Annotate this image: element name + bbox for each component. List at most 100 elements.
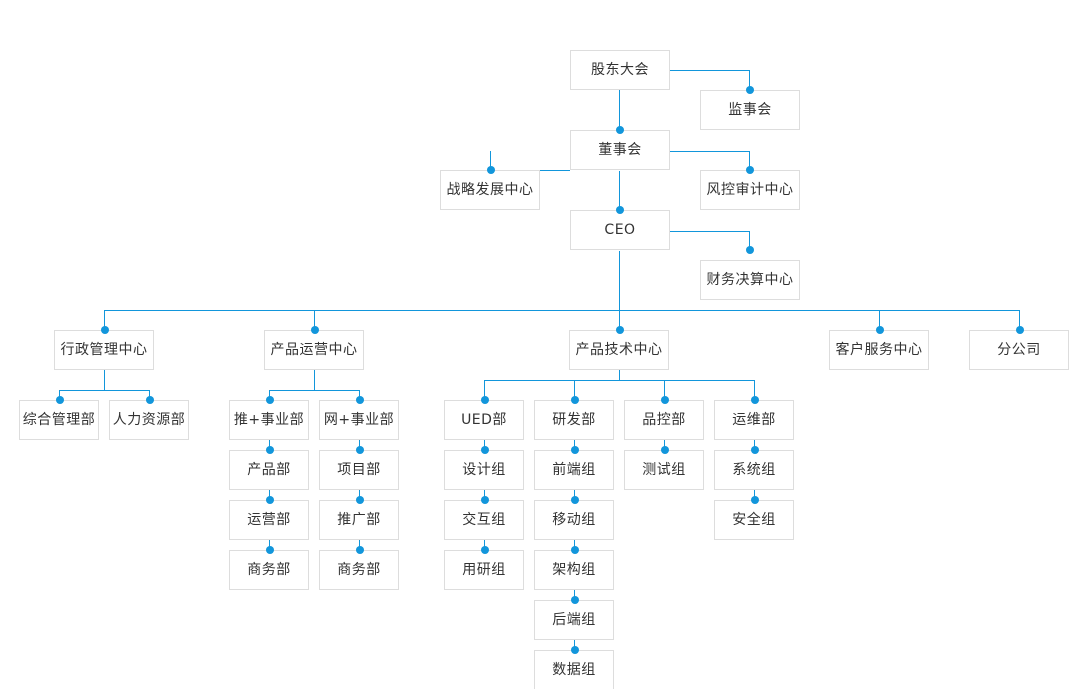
- connector-ops-to-tui: [269, 390, 270, 400]
- connector-dot-human-resources: [146, 396, 154, 404]
- connector-rd-to-frontend: [574, 440, 575, 450]
- connector-product-tech-down: [619, 370, 620, 380]
- connector-qc-to-test: [664, 440, 665, 450]
- node-mobile-group[interactable]: 移动组: [534, 500, 614, 540]
- node-system-group[interactable]: 系统组: [714, 450, 794, 490]
- connector-dot-business-dept-right: [356, 546, 364, 554]
- connector-ceo-to-finance-vertical: [749, 231, 750, 251]
- node-ceo[interactable]: CEO: [570, 210, 670, 250]
- node-test-group[interactable]: 测试组: [624, 450, 704, 490]
- connector-dot-test-group: [661, 446, 669, 454]
- node-shareholders-meeting[interactable]: 股东大会: [570, 50, 670, 90]
- node-branch-company[interactable]: 分公司: [969, 330, 1069, 370]
- connector-bus-to-admin: [104, 310, 105, 330]
- node-ops-maintenance-dept[interactable]: 运维部: [714, 400, 794, 440]
- connector-shareholders-to-supervisory-horizontal: [670, 70, 750, 71]
- connector-dot-qc: [661, 396, 669, 404]
- connector-dot-ued: [481, 396, 489, 404]
- node-interaction-group[interactable]: 交互组: [444, 500, 524, 540]
- connector-dot-rd: [571, 396, 579, 404]
- bus-product-tech: [484, 380, 755, 381]
- connector-dot-design-group: [481, 446, 489, 454]
- connector-tech-to-ops-maintenance: [754, 380, 755, 400]
- connector-board-to-risk-vertical: [749, 151, 750, 171]
- connector-admin-down: [104, 370, 105, 390]
- connector-dot-user-research-group: [481, 546, 489, 554]
- connector-dot-supervisory: [746, 86, 754, 94]
- node-human-resources-dept[interactable]: 人力资源部: [109, 400, 189, 440]
- bus-level4: [104, 310, 1020, 311]
- connector-dot-security-group: [751, 496, 759, 504]
- bus-product-ops: [269, 390, 359, 391]
- connector-shareholders-to-board: [619, 90, 620, 130]
- connector-interaction-to-user-research: [484, 540, 485, 550]
- connector-dot-project-dept: [356, 446, 364, 454]
- node-rd-dept[interactable]: 研发部: [534, 400, 614, 440]
- connector-dot-board: [616, 126, 624, 134]
- connector-dot-backend-group: [571, 596, 579, 604]
- connector-dot-branch: [1016, 326, 1024, 334]
- connector-dot-operations-dept: [266, 496, 274, 504]
- node-strategic-development-center[interactable]: 战略发展中心: [440, 170, 540, 210]
- connector-dot-frontend-group: [571, 446, 579, 454]
- node-promotion-dept[interactable]: 推广部: [319, 500, 399, 540]
- node-general-management-dept[interactable]: 综合管理部: [19, 400, 99, 440]
- bus-admin: [59, 390, 149, 391]
- connector-ops-to-wang: [359, 390, 360, 400]
- connector-wang-to-project: [359, 440, 360, 450]
- connector-promotion-to-business-right: [359, 540, 360, 550]
- connector-frontend-to-mobile: [574, 490, 575, 500]
- node-ued-dept[interactable]: UED部: [444, 400, 524, 440]
- connector-architecture-to-backend: [574, 590, 575, 600]
- node-security-group[interactable]: 安全组: [714, 500, 794, 540]
- node-backend-group[interactable]: 后端组: [534, 600, 614, 640]
- node-supervisory-board[interactable]: 监事会: [700, 90, 800, 130]
- connector-admin-to-general: [59, 390, 60, 400]
- connector-dot-business-dept-left: [266, 546, 274, 554]
- node-product-dept[interactable]: 产品部: [229, 450, 309, 490]
- node-risk-audit-center[interactable]: 风控审计中心: [700, 170, 800, 210]
- node-board-of-directors[interactable]: 董事会: [570, 130, 670, 170]
- connector-shareholders-to-supervisory-vertical: [749, 70, 750, 90]
- connector-product-ops-down: [314, 370, 315, 390]
- connector-dot-ceo: [616, 206, 624, 214]
- connector-dot-wang-plus: [356, 396, 364, 404]
- node-tui-plus-business-unit[interactable]: 推+事业部: [229, 400, 309, 440]
- node-user-research-group[interactable]: 用研组: [444, 550, 524, 590]
- connector-dot-architecture-group: [571, 546, 579, 554]
- node-frontend-group[interactable]: 前端组: [534, 450, 614, 490]
- node-design-group[interactable]: 设计组: [444, 450, 524, 490]
- node-data-group[interactable]: 数据组: [534, 650, 614, 689]
- node-customer-service-center[interactable]: 客户服务中心: [829, 330, 929, 370]
- connector-dot-strategic: [487, 166, 495, 174]
- connector-dot-admin: [101, 326, 109, 334]
- node-project-dept[interactable]: 项目部: [319, 450, 399, 490]
- connector-ops-maintenance-to-system: [754, 440, 755, 450]
- connector-operations-to-business-left: [269, 540, 270, 550]
- connector-tech-to-rd: [574, 380, 575, 400]
- connector-mobile-to-architecture: [574, 540, 575, 550]
- connector-backend-to-data: [574, 640, 575, 650]
- connector-dot-tui-plus: [266, 396, 274, 404]
- node-business-dept-right[interactable]: 商务部: [319, 550, 399, 590]
- connector-ued-to-design: [484, 440, 485, 450]
- node-qc-dept[interactable]: 品控部: [624, 400, 704, 440]
- node-wang-plus-business-unit[interactable]: 网+事业部: [319, 400, 399, 440]
- connector-design-to-interaction: [484, 490, 485, 500]
- connector-board-to-strategic-vertical: [490, 151, 491, 171]
- node-finance-settlement-center[interactable]: 财务决算中心: [700, 260, 800, 300]
- connector-project-to-promotion: [359, 490, 360, 500]
- connector-dot-promotion-dept: [356, 496, 364, 504]
- connector-dot-mobile-group: [571, 496, 579, 504]
- node-architecture-group[interactable]: 架构组: [534, 550, 614, 590]
- node-product-technology-center[interactable]: 产品技术中心: [569, 330, 669, 370]
- node-business-dept-left[interactable]: 商务部: [229, 550, 309, 590]
- node-admin-management-center[interactable]: 行政管理中心: [54, 330, 154, 370]
- connector-admin-to-hr: [149, 390, 150, 400]
- connector-dot-interaction-group: [481, 496, 489, 504]
- node-operations-dept[interactable]: 运营部: [229, 500, 309, 540]
- connector-bus-to-product-tech: [619, 310, 620, 330]
- node-product-operations-center[interactable]: 产品运营中心: [264, 330, 364, 370]
- connector-dot-general-management: [56, 396, 64, 404]
